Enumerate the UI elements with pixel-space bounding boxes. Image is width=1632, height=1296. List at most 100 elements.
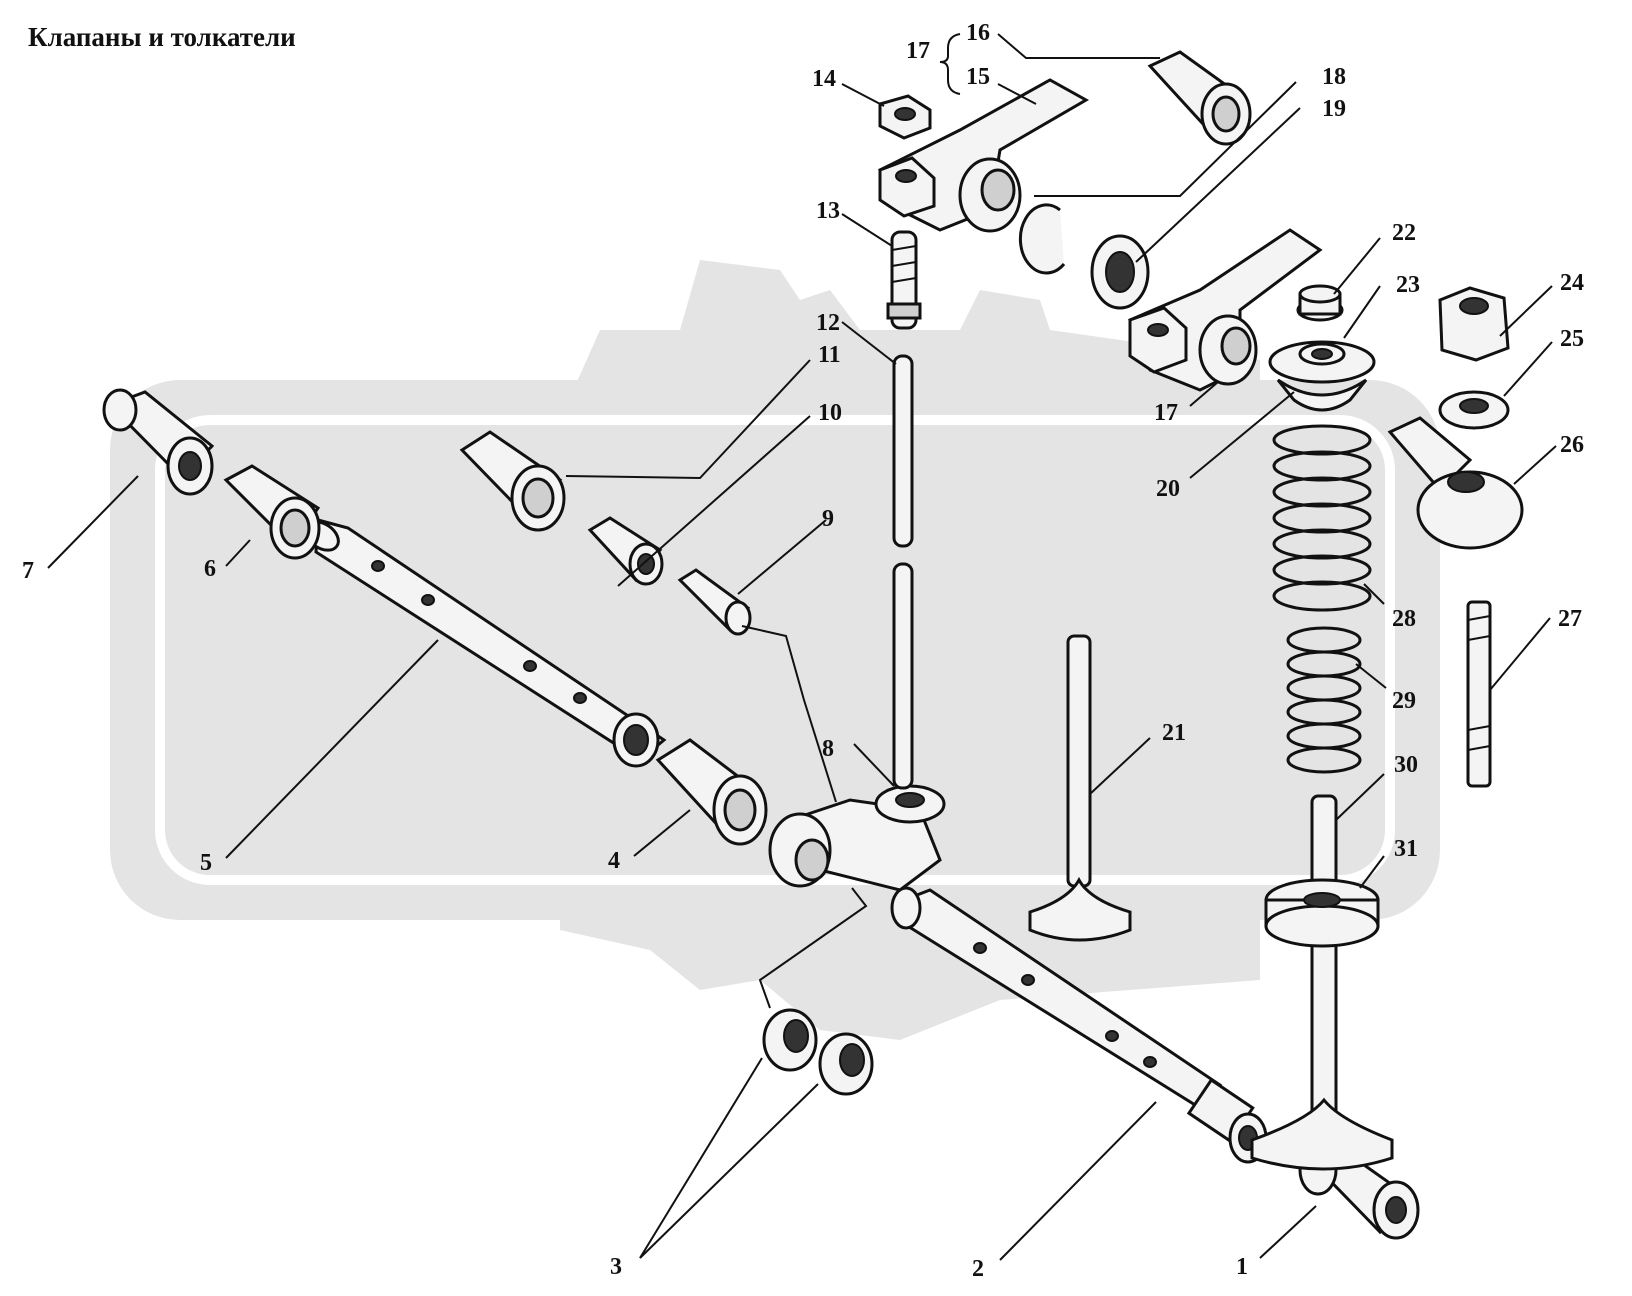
leader-1 <box>1259 1205 1317 1259</box>
valve-seat-washer-31 <box>1264 878 1380 948</box>
callout-24: 24 <box>1560 270 1584 296</box>
callout-4: 4 <box>608 848 620 874</box>
adjusting-screw-13 <box>886 230 922 330</box>
leader-link-9-8 <box>741 625 837 803</box>
callout-26: 26 <box>1560 432 1584 458</box>
callout-15: 15 <box>966 64 990 90</box>
leader-26 <box>1513 445 1557 485</box>
rocker-arm-17-lower <box>1128 228 1323 392</box>
leader-19 <box>1135 107 1301 263</box>
callout-17-upper: 17 <box>906 38 930 64</box>
callout-12: 12 <box>816 310 840 336</box>
leader-2 <box>999 1101 1157 1261</box>
leader-14 <box>841 83 885 107</box>
callout-30: 30 <box>1394 752 1418 778</box>
callout-25: 25 <box>1560 326 1584 352</box>
push-rod-12 <box>892 354 914 790</box>
valve-30-large <box>1250 794 1394 1171</box>
rocker-shaft-5 <box>304 518 667 768</box>
leader-12 <box>841 321 897 365</box>
callout-18: 18 <box>1322 64 1346 90</box>
callout-23: 23 <box>1396 272 1420 298</box>
bushings-3 <box>762 1008 874 1096</box>
leader-3b <box>639 1083 819 1259</box>
leader-21 <box>1089 737 1151 795</box>
leader-29 <box>1355 663 1387 689</box>
leader-31 <box>1359 855 1385 889</box>
nut-24 <box>1438 286 1510 362</box>
callout-13: 13 <box>816 198 840 224</box>
valve-21 <box>1028 634 1132 942</box>
leader-28 <box>1363 583 1385 605</box>
leader-11 <box>565 359 811 480</box>
leader-16 <box>997 33 1160 59</box>
callout-19: 19 <box>1322 96 1346 122</box>
leader-30 <box>1335 773 1385 821</box>
callout-28: 28 <box>1392 606 1416 632</box>
callout-22: 22 <box>1392 220 1416 246</box>
callout-1: 1 <box>1236 1254 1248 1280</box>
callout-31: 31 <box>1394 836 1418 862</box>
callout-14: 14 <box>812 66 836 92</box>
leader-4 <box>633 809 691 857</box>
retainer-23 <box>1268 340 1376 384</box>
rocker-shaft-2 <box>890 886 1268 1164</box>
washer-25 <box>1438 390 1510 430</box>
callout-7: 7 <box>22 558 34 584</box>
leader-18 <box>1034 81 1297 197</box>
bushing-11 <box>459 430 566 532</box>
leader-3a <box>639 1057 763 1259</box>
leader-25 <box>1503 341 1553 397</box>
callout-8: 8 <box>822 736 834 762</box>
valve-cotters-22 <box>1296 284 1344 322</box>
callout-17-lower: 17 <box>1154 400 1178 426</box>
watermark-logo: OREX <box>110 260 1440 1040</box>
leader-8 <box>853 743 895 787</box>
callout-21: 21 <box>1162 720 1186 746</box>
brace-17 <box>939 33 961 95</box>
watermark-frame-inner <box>155 415 1395 885</box>
spacer-4 <box>655 738 768 846</box>
leader-15 <box>997 83 1037 105</box>
leader-17b <box>1189 381 1219 407</box>
bushing-16 <box>1147 50 1252 146</box>
watermark-frame <box>110 380 1440 920</box>
leader-link-3-8 <box>758 887 868 1009</box>
leader-13 <box>841 213 893 247</box>
leader-24 <box>1499 285 1553 337</box>
rocker-arm-8 <box>768 784 946 892</box>
callout-20: 20 <box>1156 476 1180 502</box>
spacer-6 <box>223 464 321 560</box>
leader-27 <box>1489 617 1551 691</box>
leader-22 <box>1333 237 1381 295</box>
callout-29: 29 <box>1392 688 1416 714</box>
leader-9 <box>737 519 827 595</box>
cap-nut-26 <box>1387 416 1524 550</box>
lock-ring-18 <box>1018 203 1066 275</box>
callout-6: 6 <box>204 556 216 582</box>
stud-27 <box>1466 600 1492 788</box>
callout-16: 16 <box>966 20 990 46</box>
callout-3: 3 <box>610 1254 622 1280</box>
leader-7 <box>47 475 139 569</box>
plug-7 <box>102 388 215 496</box>
callout-labels: 1 2 3 4 5 6 7 8 9 10 11 12 13 14 15 16 1… <box>22 20 1584 1282</box>
callout-27: 27 <box>1558 606 1582 632</box>
spring-plate-20 <box>1276 378 1368 412</box>
leader-20 <box>1189 391 1295 479</box>
leader-10 <box>617 415 811 587</box>
rocker-arm-17-upper <box>877 78 1090 233</box>
callout-5: 5 <box>200 850 212 876</box>
outer-spring-28 <box>1272 424 1372 612</box>
callout-9: 9 <box>822 506 834 532</box>
inner-spring-29 <box>1286 626 1362 774</box>
leader-6 <box>225 539 251 567</box>
washer-19 <box>1090 234 1150 310</box>
callout-2: 2 <box>972 1256 984 1282</box>
leader-5 <box>225 639 439 859</box>
leader-lines <box>47 33 1557 1261</box>
callout-10: 10 <box>818 400 842 426</box>
callout-11: 11 <box>818 342 841 368</box>
